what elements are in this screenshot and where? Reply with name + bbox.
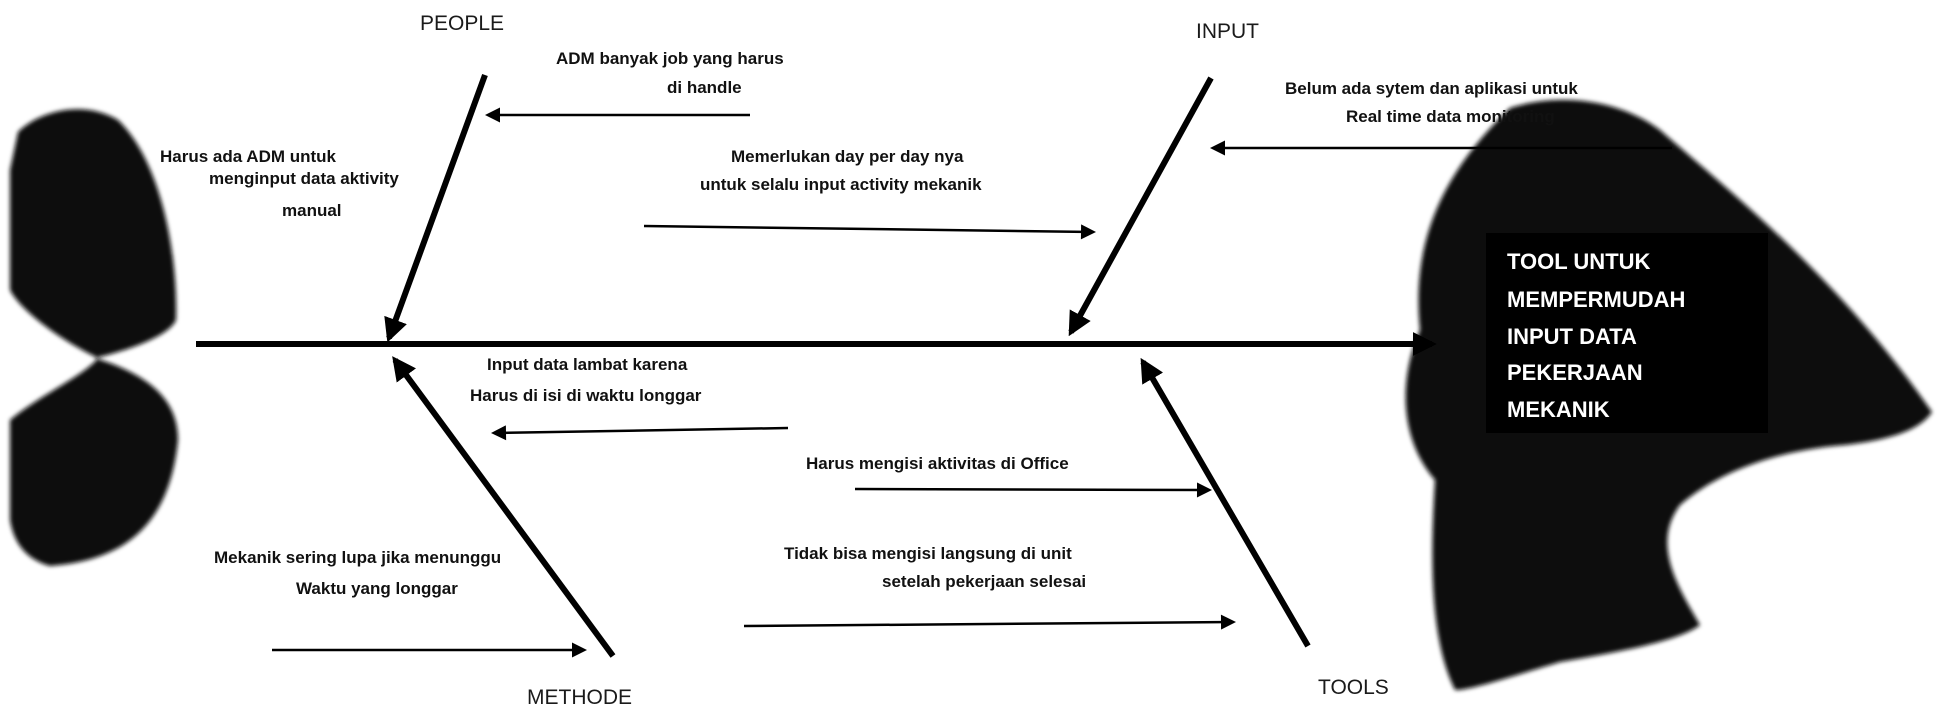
effect-line-4: PEKERJAAN <box>1507 360 1643 385</box>
cause-adm-job-line-1: ADM banyak job yang harus <box>556 49 784 68</box>
cause-arrow-day-per-day <box>643 224 1096 240</box>
people-bone-arrow <box>384 73 488 343</box>
cause-adm-job-line-2: di handle <box>667 78 742 97</box>
category-methode-label: METHODE <box>527 686 632 709</box>
category-people-label: PEOPLE <box>420 12 504 35</box>
cause-forget-line-2: Waktu yang longgar <box>296 579 458 598</box>
input-bone-arrow <box>1068 76 1214 337</box>
cause-day-per-day-line-2: untuk selalu input activity mekanik <box>700 175 982 194</box>
cause-adm-input-line-1: Harus ada ADM untuk <box>160 147 337 166</box>
methode-bone-arrow <box>392 356 616 658</box>
effect-line-5: MEKANIK <box>1507 397 1610 422</box>
cause-office-line-1: Harus mengisi aktivitas di Office <box>806 454 1069 473</box>
cause-adm-input-line-3: manual <box>282 201 342 220</box>
cause-arrow-office <box>854 482 1212 498</box>
fish-tail-shape <box>10 109 178 566</box>
effect-box <box>1486 233 1768 433</box>
cause-slow-input-line-1: Input data lambat karena <box>487 355 688 374</box>
cause-no-system-line-2: Real time data monitoring <box>1346 107 1555 126</box>
cause-unit-line-2: setelah pekerjaan selesai <box>882 572 1086 591</box>
cause-slow-input-line-2: Harus di isi di waktu longgar <box>470 386 702 405</box>
cause-forget-line-1: Mekanik sering lupa jika menunggu <box>214 548 501 567</box>
cause-no-system-line-1: Belum ada sytem dan aplikasi untuk <box>1285 79 1578 98</box>
category-tools-label: TOOLS <box>1318 676 1389 699</box>
cause-day-per-day-line-1: Memerlukan day per day nya <box>731 147 964 166</box>
effect-line-2: MEMPERMUDAH <box>1507 287 1685 312</box>
cause-arrow-slow-input <box>491 425 789 441</box>
effect-line-3: INPUT DATA <box>1507 324 1637 349</box>
cause-unit-line-1: Tidak bisa mengisi langsung di unit <box>784 544 1072 563</box>
cause-adm-input-line-2: menginput data aktivity <box>209 169 399 188</box>
cause-arrow-unit <box>743 614 1236 630</box>
category-input-label: INPUT <box>1196 20 1259 43</box>
tools-bone-arrow <box>1140 357 1311 648</box>
effect-line-1: TOOL UNTUK <box>1507 249 1651 274</box>
